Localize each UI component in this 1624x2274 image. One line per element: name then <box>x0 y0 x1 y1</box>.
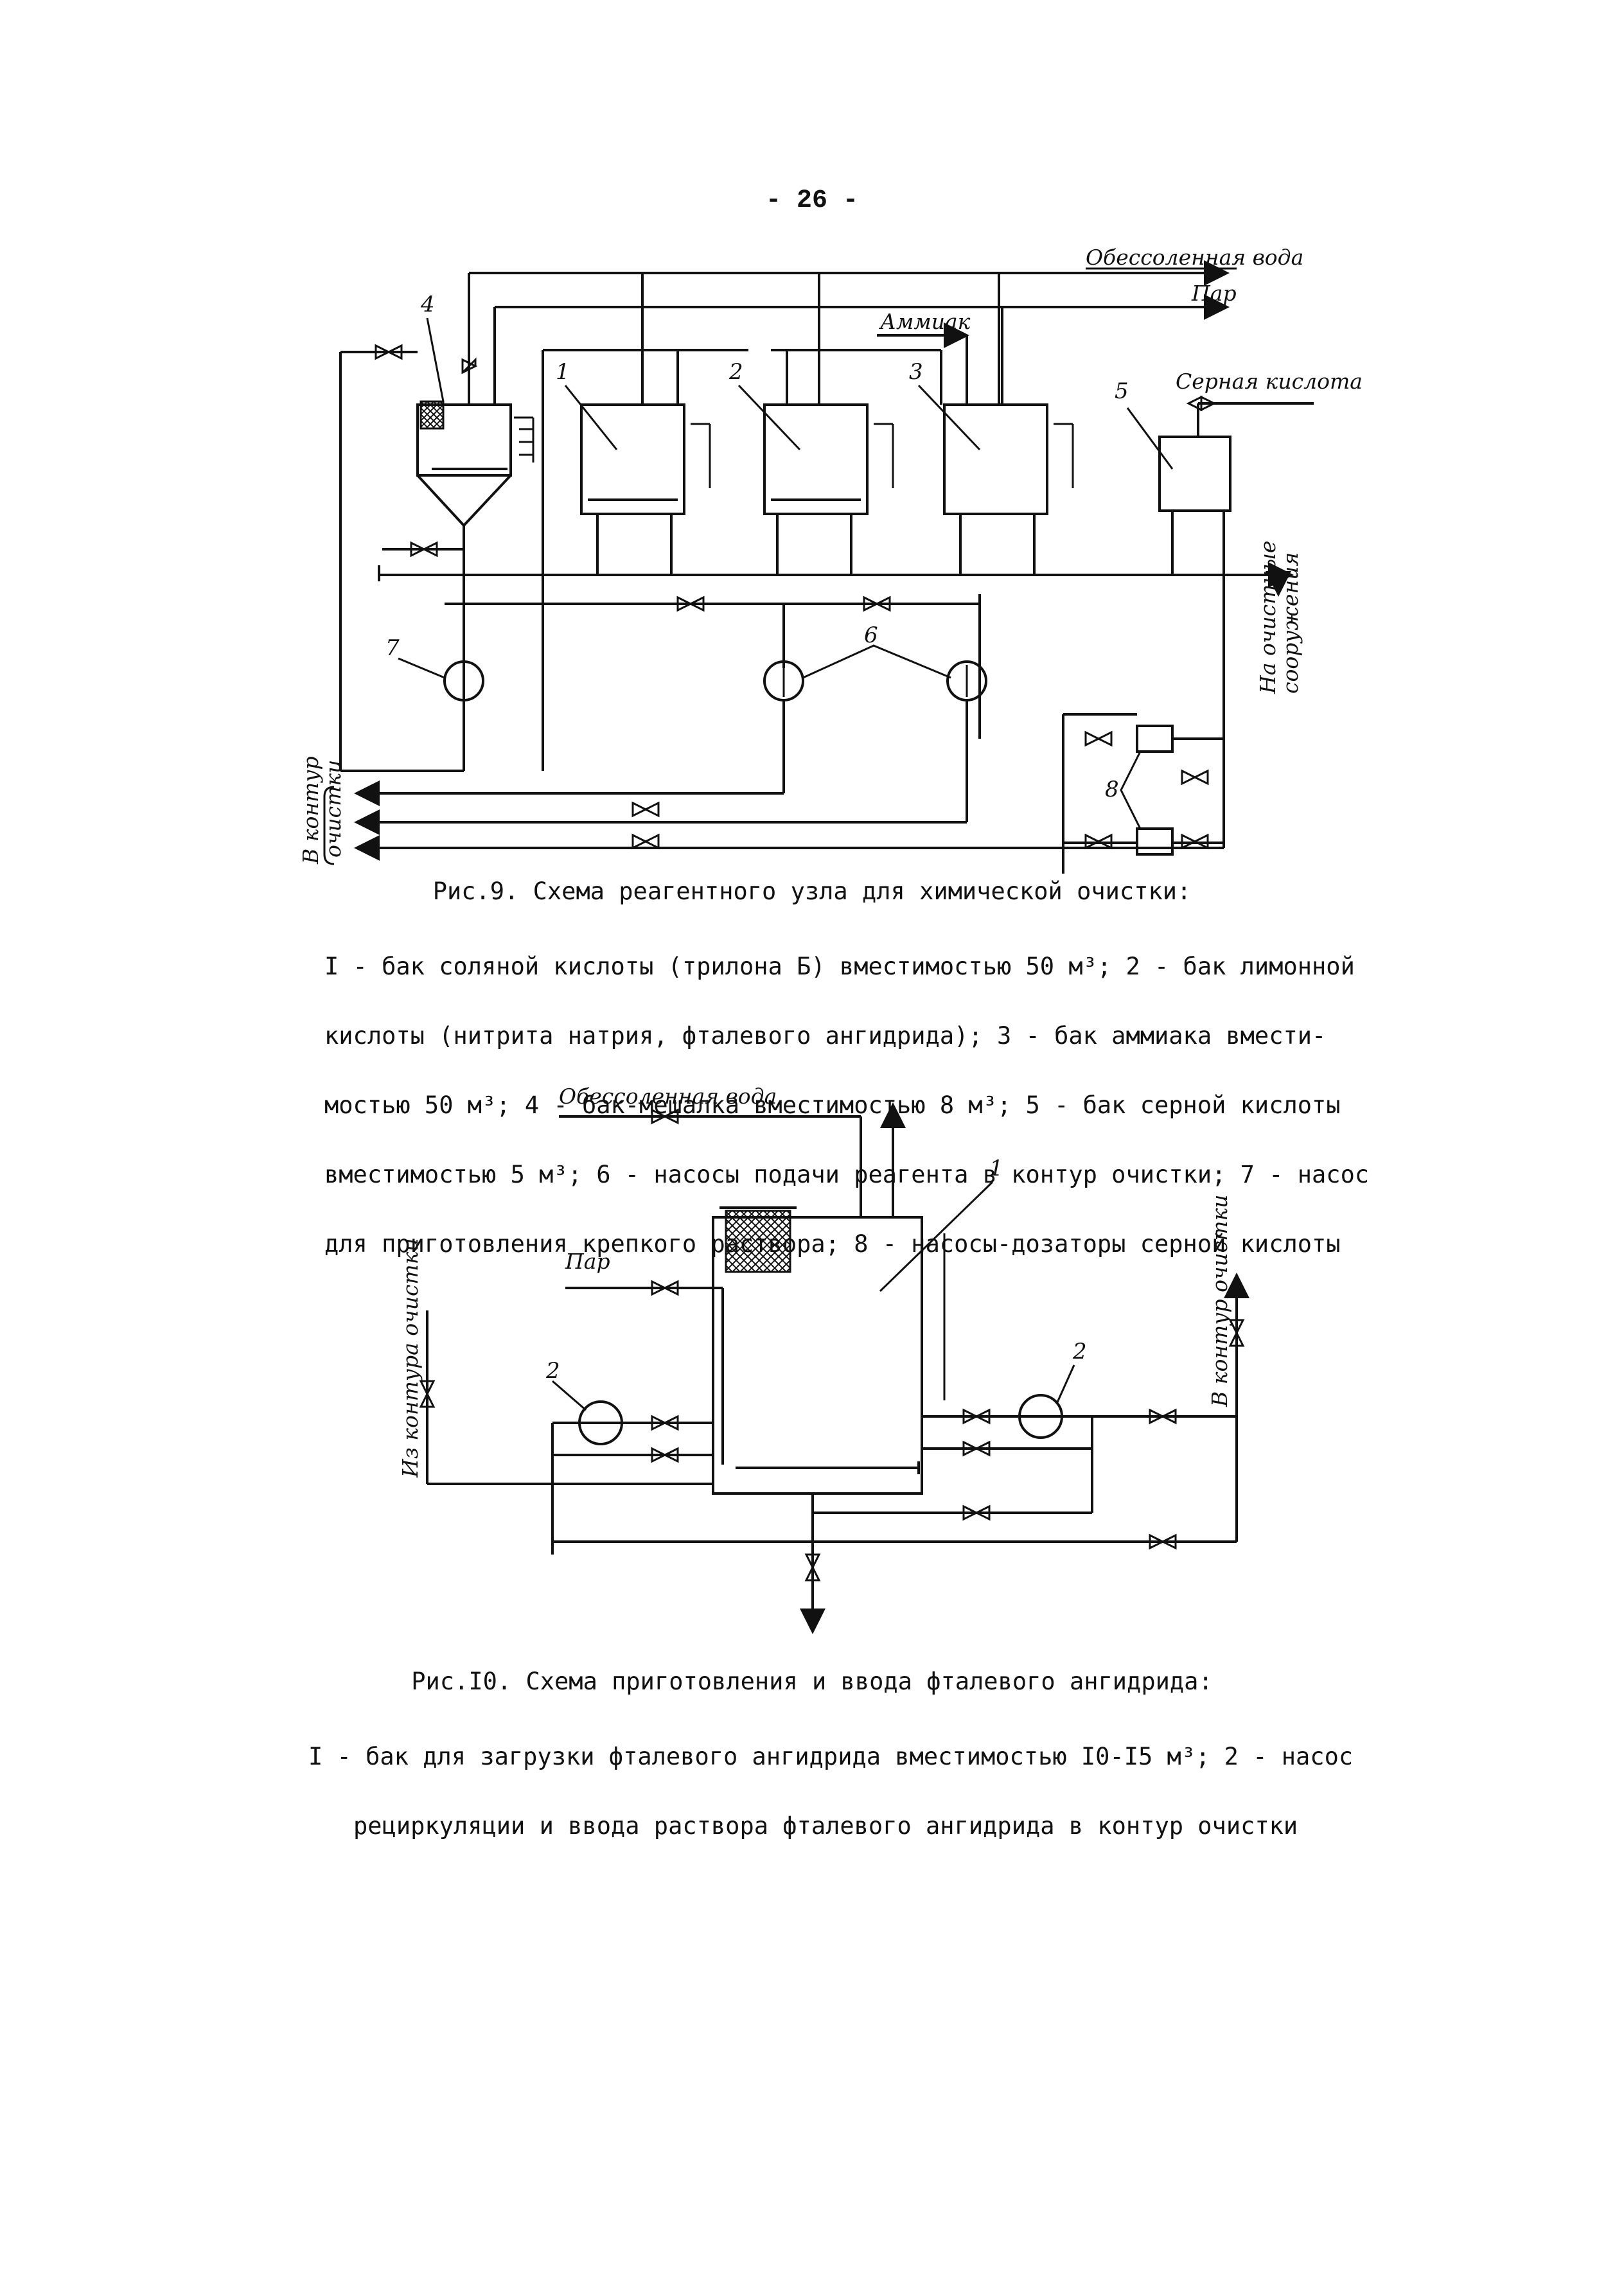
label-8: 8 <box>1105 777 1119 802</box>
circuit-return-lines: В контур очистки <box>298 514 1224 865</box>
demin-water-label: Обессоленная вода <box>1086 245 1303 270</box>
to-treatment-label-2: сооружения <box>1278 552 1303 694</box>
fig10-caption-line: I - бак для загрузки фталевого ангидрида… <box>308 1743 1354 1770</box>
fig10-caption-title: Рис.I0. Схема приготовления и ввода фтал… <box>411 1668 1213 1695</box>
pump-7: 7 <box>385 635 484 701</box>
label-4: 4 <box>420 292 435 317</box>
drain-lines <box>378 511 1294 848</box>
to-circuit-label-1: В контур <box>298 756 323 865</box>
header-drops <box>468 273 1003 514</box>
fig10-caption-line: рециркуляции и ввода раствора фталевого … <box>353 1812 1298 1840</box>
label-1: 1 <box>556 359 570 385</box>
to-treatment-label-1: На очистные <box>1255 540 1280 694</box>
fig9-caption-body: I - бак соляной кислоты (трилона Б) вмес… <box>324 909 1369 1279</box>
mixer-tank-4: 4 <box>339 292 534 771</box>
to-circuit-label-fig10: В контур очистки <box>1207 1195 1232 1407</box>
label-3: 3 <box>909 359 923 385</box>
steam-label-fig10: Пар <box>565 1249 610 1274</box>
reagent-unit-diagram: Обессоленная вода Пар Аммиак Серная кисл… <box>298 245 1363 874</box>
supply-labels: Обессоленная вода Пар Аммиак Серная кисл… <box>879 245 1363 394</box>
fig9-caption-line: вместимостью 5 м³; 6 - насосы подачи реа… <box>324 1161 1370 1188</box>
label-2b: 2 <box>1072 1339 1087 1364</box>
sulfuric-acid-label: Серная кислота <box>1176 369 1363 394</box>
ammonia-label: Аммиак <box>879 309 971 334</box>
tank-3: 3 <box>909 359 1074 515</box>
label-2: 2 <box>728 359 743 385</box>
fig9-caption-line: мостью 50 м³; 4 - бак-мешалка вместимост… <box>324 1091 1341 1119</box>
pump-6a <box>763 660 804 701</box>
label-2a: 2 <box>545 1358 560 1384</box>
supply-lines <box>469 260 1230 360</box>
dosing-pumps-8: 8 <box>1062 713 1224 874</box>
valves <box>375 344 1217 850</box>
demin-water-label-fig10: Обессоленная вода <box>559 1084 777 1109</box>
tank-2: 2 <box>728 359 894 515</box>
tank-1: 1 <box>556 359 711 515</box>
tank-5-sulfuric: 5 <box>1115 378 1314 512</box>
pump-2-right: 2 <box>1018 1339 1087 1439</box>
label-7: 7 <box>385 635 400 661</box>
page-number: - 26 - <box>765 186 859 215</box>
label-1-fig10: 1 <box>989 1156 1003 1181</box>
fig9-caption-title: Рис.9. Схема реагентного узла для химиче… <box>432 877 1192 905</box>
from-circuit-label: Из контура очистки <box>398 1238 423 1478</box>
fig9-caption-line: I - бак соляной кислоты (трилона Б) вмес… <box>324 953 1355 980</box>
tank-1-phthalic: 1 <box>712 1156 1003 1495</box>
fig10-caption-body: I - бак для загрузки фталевого ангидрида… <box>308 1699 1353 1861</box>
to-circuit-label-2: очистки <box>321 760 346 858</box>
label-5: 5 <box>1115 378 1129 404</box>
pump-2-left: 2 <box>545 1358 623 1445</box>
fig9-caption-line: кислоты (нитрита натрия, фталевого ангид… <box>324 1022 1327 1050</box>
label-6: 6 <box>864 622 878 648</box>
steam-label: Пар <box>1191 281 1237 306</box>
phthalic-anhydride-diagram: Обессоленная вода 1 Пар 2 Из контура очи… <box>398 1084 1249 1634</box>
